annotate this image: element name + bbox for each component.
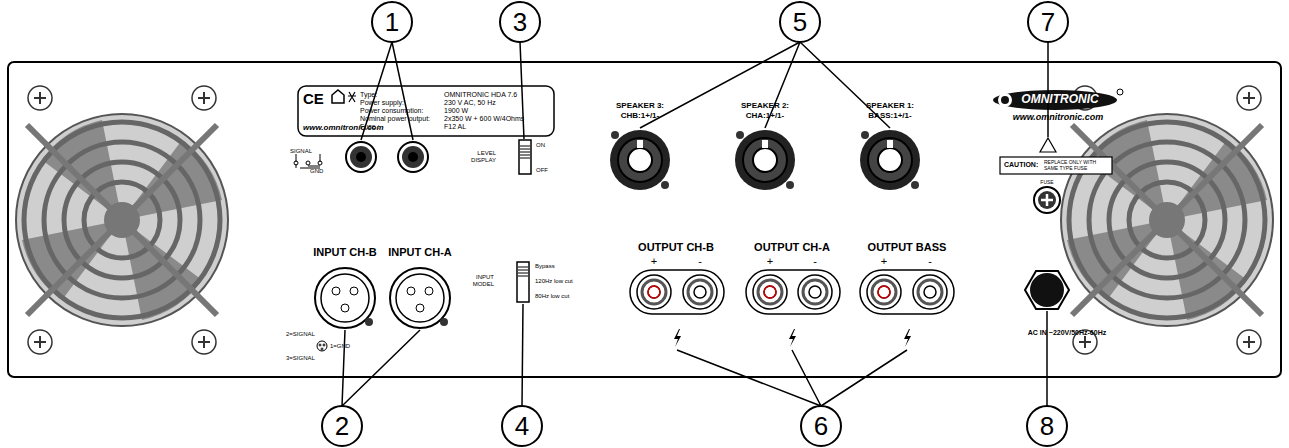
switch-position: Bypass [535, 263, 555, 270]
rating-value: 230 V AC, 50 Hz [444, 99, 496, 107]
switch-label: INPUT MODEL [460, 274, 494, 287]
polarity: + [881, 255, 887, 267]
caution-label: CAUTION: [1004, 161, 1038, 169]
callout-number: 8 [1040, 412, 1054, 441]
pin-label: 1=GND [330, 343, 350, 350]
switch-label: LEVEL DISPLAY [460, 150, 496, 163]
brand-logo: OMNITRONIC [1021, 93, 1098, 106]
speaker-label: CHB:1+/1- [621, 112, 659, 121]
switch-position: 120Hz low cut [535, 278, 573, 285]
callout-number: 4 [515, 412, 529, 441]
input-label: INPUT CH-A [388, 246, 452, 258]
polarity: - [698, 255, 702, 267]
callout-number: 5 [793, 8, 807, 37]
callout-number: 3 [513, 8, 527, 37]
output-label: OUTPUT CH-B [638, 241, 714, 253]
rating-label: Type: [360, 91, 377, 99]
polarity: + [651, 255, 657, 267]
pin-label: SIGNAL [290, 148, 312, 155]
polarity: + [767, 255, 773, 267]
switch-position: 80Hz low cut [535, 293, 569, 300]
speaker-label: BASS:1+/1- [868, 112, 911, 121]
switch-position: OFF [536, 167, 548, 174]
callout-number: 7 [1041, 8, 1055, 37]
callout-number: 2 [335, 412, 349, 441]
output-label: OUTPUT CH-A [754, 241, 830, 253]
website: www.omnitronic.com [303, 124, 384, 133]
website: www.omnitronic.com [1013, 113, 1104, 123]
rating-label: Power consumption: [360, 107, 423, 115]
output-label: OUTPUT BASS [868, 241, 947, 253]
caution-text: REPLACE ONLY WITH SAME TYPE FUSE [1044, 160, 1108, 171]
fuse-label: FUSE [1040, 180, 1053, 186]
callout-number: 6 [814, 412, 828, 441]
rating-label: Nominal power output: [360, 115, 430, 123]
speaker-label: SPEAKER 3: [616, 102, 664, 111]
ce-mark: CE [303, 91, 324, 108]
polarity: - [813, 255, 817, 267]
rating-value: F12 AL [444, 123, 466, 131]
rating-value: 1900 W [444, 107, 468, 115]
pin-label: GND [310, 168, 323, 175]
speaker-label: SPEAKER 1: [866, 102, 914, 111]
rating-label: Power supply: [360, 99, 404, 107]
pin-label: 3=SIGNAL [286, 355, 315, 362]
rating-value: 2x350 W + 600 W/4Ohms [444, 115, 524, 123]
rating-value: OMNITRONIC HDA 7.6 [444, 91, 517, 99]
polarity: - [928, 255, 932, 267]
speaker-label: SPEAKER 2: [741, 102, 789, 111]
callout-number: 1 [385, 8, 399, 37]
pin-label: 2=SIGNAL [286, 331, 315, 338]
input-label: INPUT CH-B [313, 246, 377, 258]
power-label: AC IN ~220V/50Hz-60Hz [1028, 329, 1106, 337]
speaker-label: CHA:1+/1- [746, 112, 784, 121]
switch-position: ON [536, 142, 545, 149]
